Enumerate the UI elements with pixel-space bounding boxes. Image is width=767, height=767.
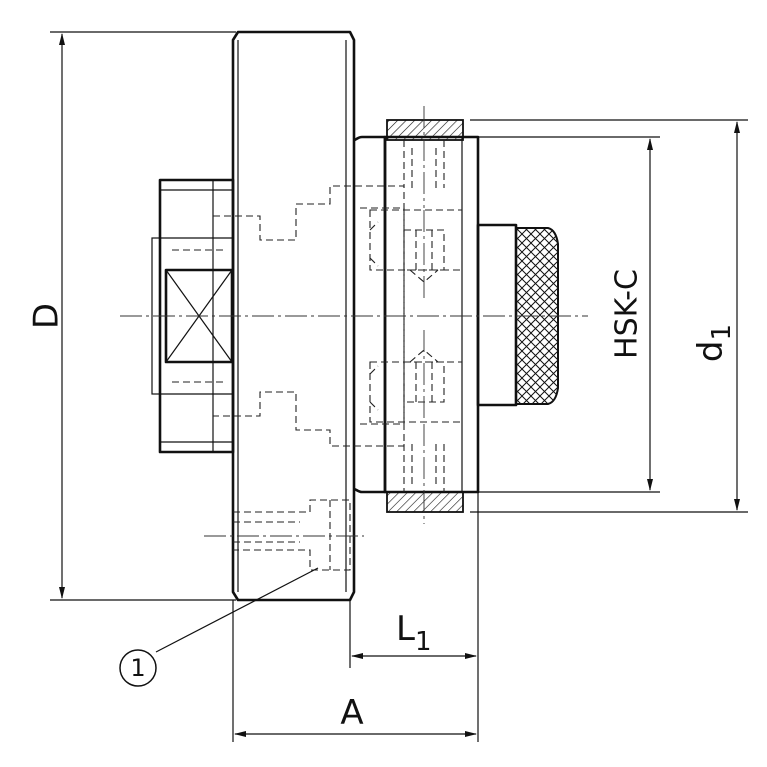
hatched-rings — [386, 119, 464, 513]
dimension-A: A — [232, 600, 477, 742]
centre-lines — [120, 106, 588, 537]
dim-label-L: L — [396, 609, 415, 649]
dim-label-hsk: HSK-C — [610, 269, 645, 359]
right-body — [353, 135, 518, 494]
callout-label: 1 — [130, 654, 145, 682]
dimension-d1: d1 — [470, 119, 748, 513]
dim-label-L-sub: 1 — [415, 627, 432, 657]
dim-label-d: d — [691, 341, 731, 363]
callout-1: 1 — [119, 567, 319, 687]
dim-label-d-sub: 1 — [707, 324, 737, 341]
callout-circle — [119, 649, 157, 687]
svg-text:d1: d1 — [691, 324, 737, 362]
dimension-D: D — [27, 31, 236, 601]
svg-text:L1: L1 — [396, 609, 432, 657]
dimension-HSK-C: HSK-C — [470, 136, 660, 493]
dim-label-D: D — [27, 303, 67, 329]
dim-label-A: A — [340, 693, 363, 733]
dimension-L1: L1 — [349, 492, 479, 742]
